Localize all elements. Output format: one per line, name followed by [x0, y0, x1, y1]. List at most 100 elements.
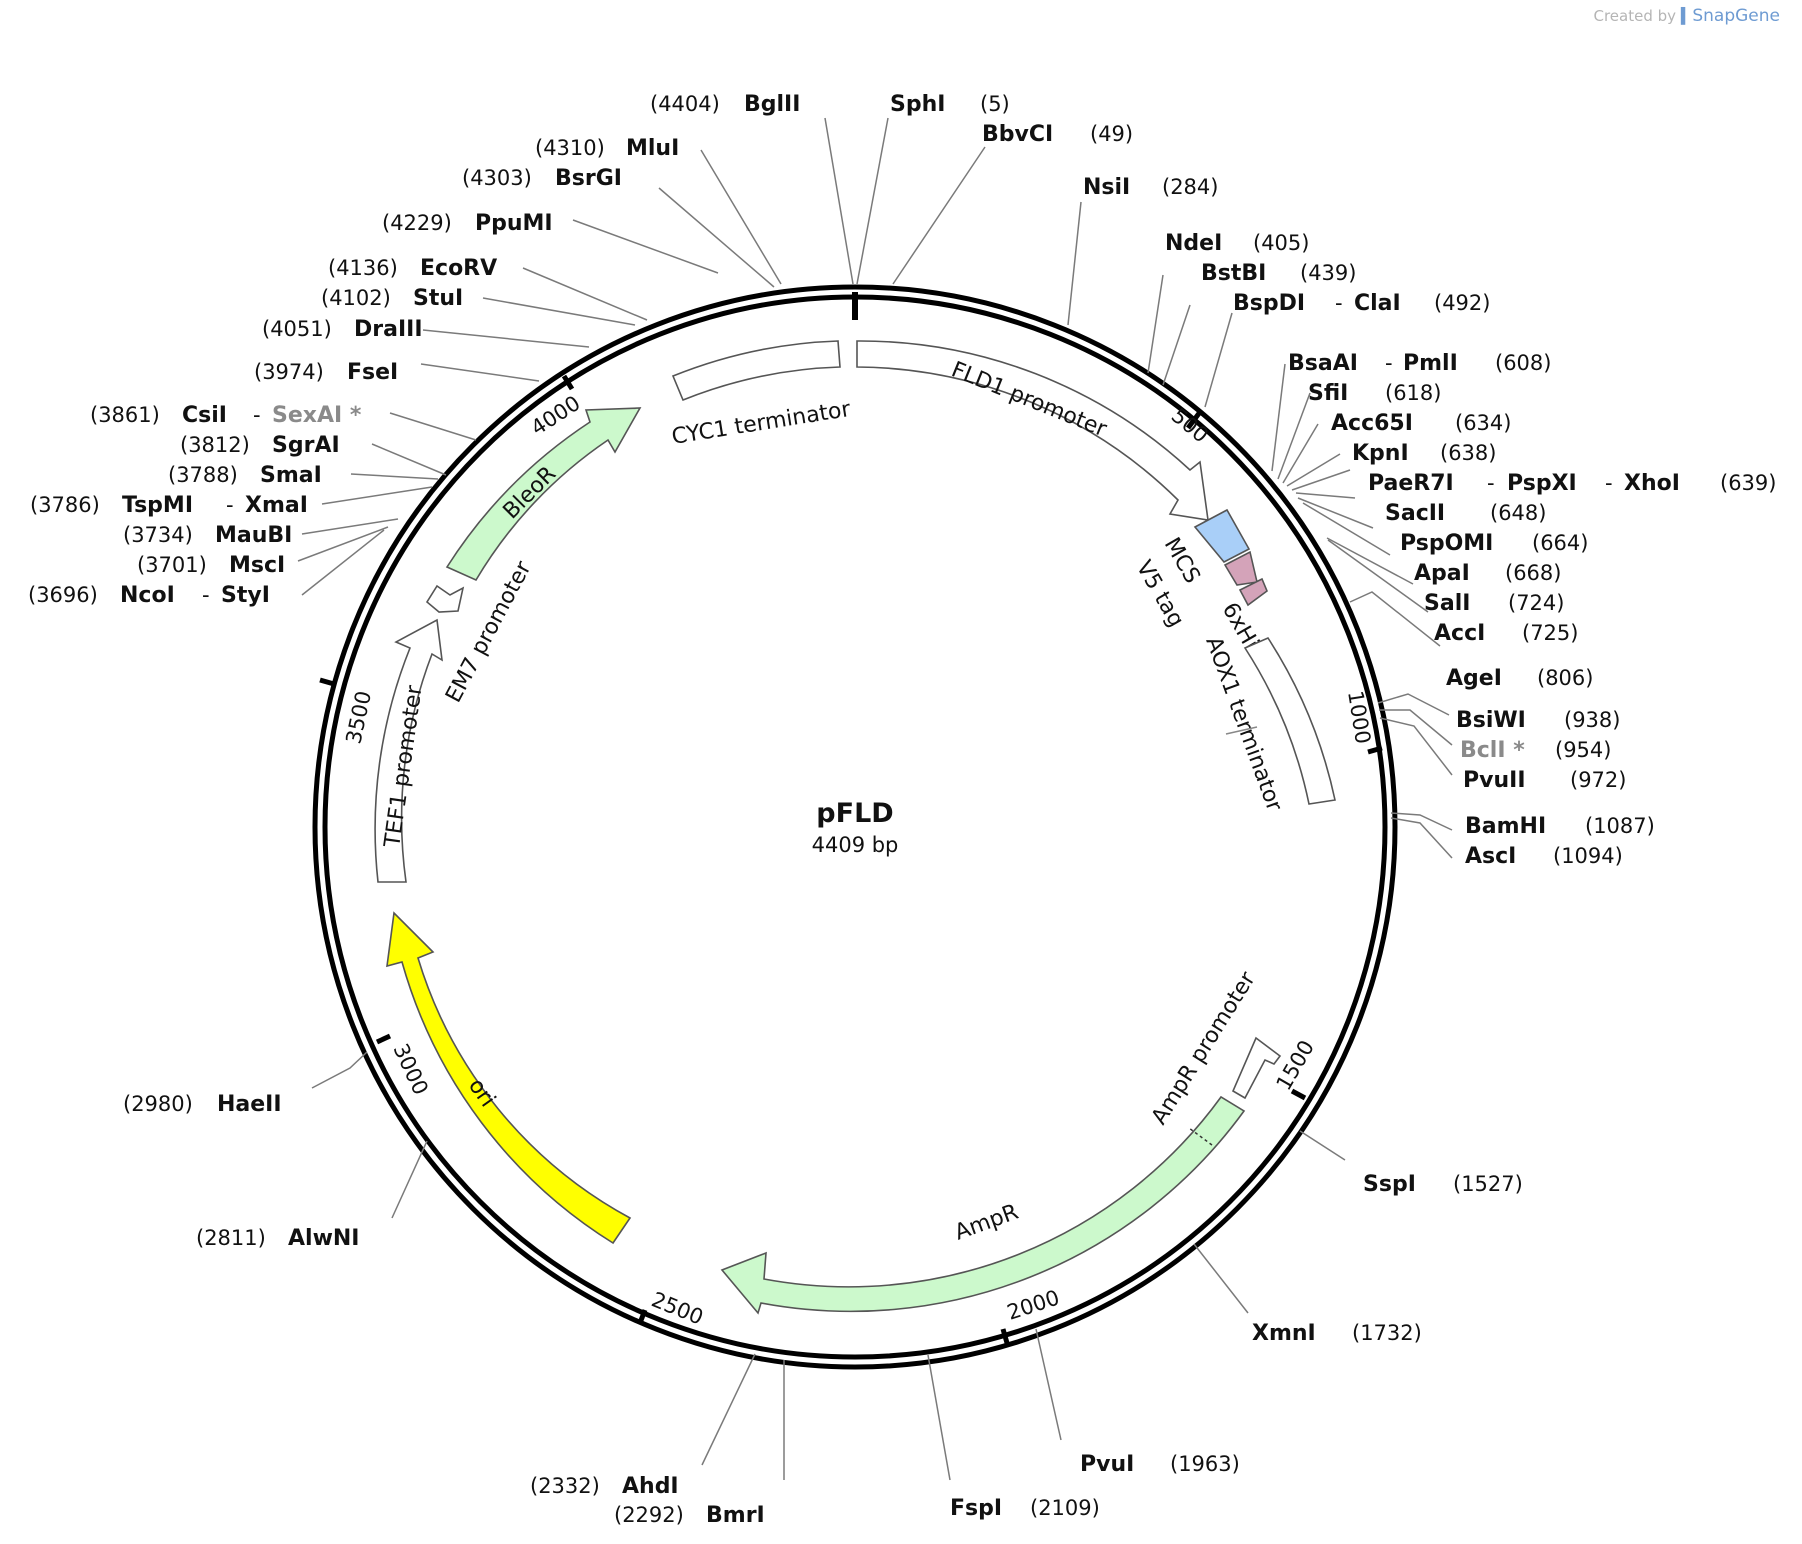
svg-text:-: -: [253, 403, 261, 427]
svg-text:SphI: SphI: [890, 92, 945, 117]
svg-text:(1094): (1094): [1553, 844, 1623, 868]
svg-text:(49): (49): [1090, 122, 1133, 146]
svg-text:(1963): (1963): [1170, 1452, 1240, 1476]
svg-text:(3734): (3734): [123, 523, 193, 547]
svg-text:MauBI: MauBI: [215, 523, 292, 548]
svg-text:(639): (639): [1720, 471, 1776, 495]
svg-text:-: -: [202, 583, 210, 607]
site-acci: AccI (725): [1434, 621, 1578, 646]
site-leaders: [297, 117, 1453, 1481]
feature-label-ampr-promoter: AmpR promoter: [1147, 967, 1261, 1129]
site-apai: ApaI (668): [1414, 561, 1561, 586]
svg-text:AhdI: AhdI: [622, 1474, 679, 1499]
feature-ori: ori: [386, 911, 632, 1245]
svg-text:XmaI: XmaI: [245, 493, 308, 518]
tick-label-2500: 2500: [648, 1287, 707, 1329]
svg-text:(972): (972): [1570, 768, 1626, 792]
site-pspomi: PspOMI (664): [1400, 531, 1588, 556]
svg-text:(4051): (4051): [262, 317, 332, 341]
site-labels: (4404) BglII SphI (5) BbvCI (49) (4310) …: [28, 92, 1776, 1528]
site-bsiwi: BsiWI (938): [1456, 708, 1620, 733]
svg-text:PspXI: PspXI: [1507, 471, 1577, 496]
svg-text:(608): (608): [1495, 351, 1551, 375]
site-ppumi: (4229) PpuMI: [382, 211, 553, 236]
svg-text:SacII: SacII: [1385, 501, 1445, 526]
svg-text:FseI: FseI: [347, 360, 398, 385]
site-bspdi-clai: BspDI - ClaI (492): [1233, 291, 1490, 316]
svg-text:(1087): (1087): [1585, 814, 1655, 838]
svg-text:DraIII: DraIII: [354, 317, 423, 342]
svg-text:EcoRV: EcoRV: [420, 256, 497, 281]
credit-brand: SnapGene: [1692, 6, 1780, 26]
site-bbvci: BbvCI (49): [982, 122, 1133, 147]
svg-text:SexAI *: SexAI *: [272, 403, 362, 428]
svg-text:(4310): (4310): [535, 136, 605, 160]
svg-text:(5): (5): [980, 92, 1010, 116]
svg-text:StuI: StuI: [413, 286, 463, 311]
svg-text:(634): (634): [1455, 411, 1511, 435]
svg-text:(3812): (3812): [180, 433, 250, 457]
feature-fld1-promoter: FLD1 promoter: [856, 340, 1209, 521]
feature-ampr: AmpR: [720, 1095, 1246, 1315]
site-fsei: (3974) FseI: [254, 360, 398, 385]
svg-text:(618): (618): [1385, 381, 1441, 405]
tick-4000: 4000: [527, 374, 585, 440]
snapgene-credit: Created by ▍SnapGene: [1594, 6, 1781, 26]
svg-text:(492): (492): [1434, 291, 1490, 315]
svg-text:PpuMI: PpuMI: [475, 211, 553, 236]
svg-text:TspMI: TspMI: [122, 493, 193, 518]
site-agei: AgeI (806): [1446, 666, 1593, 691]
svg-text:(938): (938): [1564, 708, 1620, 732]
tick-label-3500: 3500: [341, 689, 376, 746]
svg-text:KpnI: KpnI: [1352, 441, 1409, 466]
svg-text:-: -: [1487, 471, 1495, 495]
plasmid-size: 4409 bp: [812, 833, 899, 857]
svg-text:BsrGI: BsrGI: [555, 166, 622, 191]
svg-text:(2332): (2332): [530, 1474, 600, 1498]
svg-text:(806): (806): [1537, 666, 1593, 690]
site-bsaai-pmli: BsaAI - PmlI (608): [1288, 351, 1551, 376]
site-draiii: (4051) DraIII: [262, 317, 423, 342]
plasmid-name: pFLD: [816, 798, 893, 829]
svg-text:AccI: AccI: [1434, 621, 1485, 646]
site-sgrai: (3812) SgrAI: [180, 433, 340, 458]
credit-prefix: Created by: [1593, 7, 1677, 25]
svg-text:PvuI: PvuI: [1080, 1452, 1134, 1477]
site-stui: (4102) StuI: [321, 286, 463, 311]
svg-text:NcoI: NcoI: [120, 583, 175, 608]
svg-text:(1732): (1732): [1352, 1321, 1422, 1345]
svg-text:PvuII: PvuII: [1463, 768, 1526, 793]
site-pvuii: PvuII (972): [1463, 768, 1626, 793]
site-smai: (3788) SmaI: [168, 463, 322, 488]
svg-text:(4303): (4303): [462, 166, 532, 190]
tick-500: 500: [1167, 403, 1213, 447]
site-ecorv: (4136) EcoRV: [328, 256, 497, 281]
site-ahdi: (2332) AhdI: [530, 1474, 679, 1499]
svg-text:(405): (405): [1253, 231, 1309, 255]
svg-text:FspI: FspI: [950, 1496, 1002, 1521]
svg-text:StyI: StyI: [221, 583, 270, 608]
svg-text:SspI: SspI: [1363, 1172, 1416, 1197]
svg-text:SmaI: SmaI: [260, 463, 322, 488]
svg-text:(3696): (3696): [28, 583, 98, 607]
svg-text:(3788): (3788): [168, 463, 238, 487]
svg-text:(1527): (1527): [1453, 1172, 1523, 1196]
svg-text:(284): (284): [1162, 175, 1218, 199]
site-kpni: KpnI (638): [1352, 441, 1496, 466]
site-sali: SalI (724): [1424, 591, 1564, 616]
svg-text:SalI: SalI: [1424, 591, 1470, 616]
site-sphi: SphI (5): [890, 92, 1010, 117]
svg-text:(3701): (3701): [137, 553, 207, 577]
svg-text:(2109): (2109): [1030, 1496, 1100, 1520]
svg-text:(724): (724): [1508, 591, 1564, 615]
svg-text:-: -: [1335, 291, 1343, 315]
svg-text:(954): (954): [1555, 738, 1611, 762]
feature-aox1-terminator: AOX1 terminator: [1200, 634, 1336, 815]
svg-text:(4102): (4102): [321, 286, 391, 310]
svg-text:BsiWI: BsiWI: [1456, 708, 1526, 733]
feature-em7-promoter: EM7 promoter: [425, 557, 537, 707]
svg-text:SgrAI: SgrAI: [272, 433, 340, 458]
svg-text:-: -: [1385, 351, 1393, 375]
svg-text:BspDI: BspDI: [1233, 291, 1305, 316]
